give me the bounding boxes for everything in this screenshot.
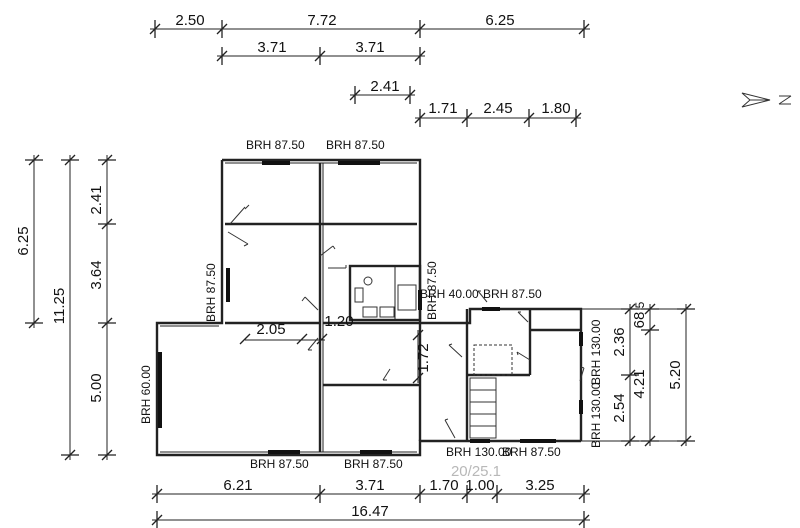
dim-top-7-72: 7.72 [307, 12, 336, 29]
brh-stair-bottom-2: BRH 87.50 [502, 445, 561, 459]
brh-left-wall: BRH 87.50 [204, 263, 218, 322]
dim-interior-1-72: 1.72 [415, 343, 432, 372]
dim-left-11-25: 11.25 [51, 288, 68, 324]
brh-bottom-mid: BRH 87.50 [344, 457, 403, 471]
brh-labels: BRH 87.50 BRH 87.50 BRH 87.50 BRH 60.00 … [139, 138, 603, 471]
dim-left-3-64: 3.64 [88, 260, 105, 289]
brh-stair-bottom: BRH 130.00 [446, 445, 512, 459]
bottom-dimension-chains: 6.21 3.71 1.70 1.00 3.25 16.47 [151, 477, 590, 528]
dim-right-2-36: 2.36 [611, 327, 628, 356]
dim-top-2-45: 2.45 [483, 100, 512, 117]
brh-hall: BRH 40.00 [420, 287, 479, 301]
dim-top-2-50: 2.50 [175, 12, 204, 29]
walls [155, 158, 583, 457]
dim-bottom-1-70: 1.70 [429, 477, 458, 494]
dim-bottom-3-71: 3.71 [355, 477, 384, 494]
top-dimension-chains: 2.50 7.72 6.25 3.71 3.71 2.41 1.71 2.45 … [149, 12, 590, 127]
doors [227, 204, 585, 439]
dim-top-1-71: 1.71 [428, 100, 457, 117]
dim-bottom-3-25: 3.25 [525, 477, 554, 494]
left-dimension-chains: 6.25 11.25 2.41 3.64 5.00 [15, 154, 116, 461]
dim-right-4-21: 4.21 [631, 369, 648, 398]
brh-top-left: BRH 87.50 [246, 138, 305, 152]
dim-interior-1-20: 1.20 [324, 313, 353, 330]
dim-top-3-71-a: 3.71 [257, 39, 286, 56]
brh-right-wall-a: BRH 130.00 [589, 382, 603, 448]
dim-right-68: 68 [631, 312, 648, 329]
watermark-text: 20/25.1 [451, 463, 501, 480]
interior-dimensions: 2.05 1.20 1.72 [239, 313, 432, 384]
brh-top-right: BRH 87.50 [326, 138, 385, 152]
brh-right-wall-b: BRH 130.00 [589, 319, 603, 385]
brh-big-room: BRH 60.00 [139, 365, 153, 424]
dim-right-2-54: 2.54 [611, 393, 628, 422]
dim-right-5-sup-a: 5 [633, 301, 647, 308]
right-dimension-chains: 2.36 68 5 4.21 5.20 2.54 [581, 301, 695, 447]
north-arrow-icon [741, 92, 792, 108]
dim-top-3-71-b: 3.71 [355, 39, 384, 56]
dim-left-2-41: 2.41 [88, 185, 105, 214]
dim-top-1-80: 1.80 [541, 100, 570, 117]
dim-top-2-41: 2.41 [370, 78, 399, 95]
dim-right-5-20: 5.20 [667, 360, 684, 389]
dim-bottom-1-00: 1.00 [465, 477, 494, 494]
dim-bottom-6-21: 6.21 [223, 477, 252, 494]
dim-left-6-25: 6.25 [15, 226, 32, 255]
dim-left-5-00: 5.00 [88, 373, 105, 402]
dim-bottom-16-47: 16.47 [351, 503, 389, 520]
brh-bottom-left: BRH 87.50 [250, 457, 309, 471]
dim-interior-2-05: 2.05 [256, 321, 285, 338]
windows [158, 161, 583, 454]
brh-right-top: BRH 87.50 [483, 287, 542, 301]
brh-bath: BRH 87.50 [425, 261, 439, 320]
dim-top-6-25: 6.25 [485, 12, 514, 29]
